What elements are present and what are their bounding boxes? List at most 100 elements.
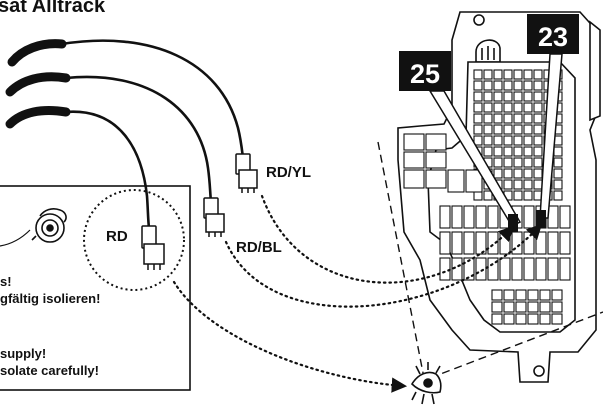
fuse-slot (513, 168, 523, 179)
fuse-slot (483, 113, 493, 124)
fuse-slot (403, 133, 425, 151)
fuse-slot (513, 124, 523, 135)
fuse-slot (559, 205, 571, 229)
fuse-slot (533, 157, 543, 168)
target-fuse-slots (508, 210, 546, 232)
fuse-slot (503, 289, 515, 301)
connector-rd-yl (235, 153, 258, 193)
fuse-slot (523, 124, 533, 135)
fuse-slot (483, 80, 493, 91)
fuse-slot (493, 146, 503, 157)
cable-sleeve-top (7, 39, 67, 67)
fuse-slot (547, 231, 559, 255)
fuse-slot (503, 102, 513, 113)
fuse-slot (533, 168, 543, 179)
fuse-slot (533, 102, 543, 113)
fuse-slot (547, 257, 559, 281)
fuse-slot (493, 102, 503, 113)
fuse-slot (523, 257, 535, 281)
fuse-slot (515, 301, 527, 313)
fuse-slot (473, 102, 483, 113)
fuse-slot (483, 190, 493, 201)
note-de-line1: s! (0, 274, 12, 289)
fuse-slot (539, 313, 551, 325)
fuse-slot (523, 91, 533, 102)
fuse-slot (483, 69, 493, 80)
wire-label-rd-bl: RD/BL (236, 239, 282, 256)
fuse-slot (503, 113, 513, 124)
fuse-slot (539, 289, 551, 301)
fuse-slot (553, 146, 563, 157)
cable-rd-yl (60, 39, 245, 160)
fuse-slot (475, 257, 487, 281)
fuse-slot (551, 301, 563, 313)
fuse-slot (523, 179, 533, 190)
fuse-slot (533, 113, 543, 124)
fuse-slot-25-label: 25 (410, 59, 440, 89)
eye-icon (410, 362, 442, 405)
highlight-circle (83, 189, 185, 291)
fuse-slot (465, 169, 483, 193)
note-en-line1: supply! (0, 346, 46, 361)
fuse-slot (493, 168, 503, 179)
fuse-slot (483, 102, 493, 113)
view-lines (377, 141, 603, 379)
fuse-slot (523, 157, 533, 168)
fuse-slot (503, 313, 515, 325)
leader-lines (428, 53, 563, 227)
fuse-slot (513, 80, 523, 91)
fuse-slot (527, 313, 539, 325)
fuse-slot (515, 313, 527, 325)
connector-rd-bl (203, 197, 225, 237)
fuse-slot (483, 91, 493, 102)
fuse-slot (439, 205, 451, 229)
fuse-slot (523, 113, 533, 124)
fuse-slot (513, 91, 523, 102)
fuse-slot (493, 80, 503, 91)
cable-sleeve-mid (5, 72, 71, 97)
fuse-slot (513, 135, 523, 146)
fuse-slot (463, 205, 475, 229)
fuse-slot (447, 169, 465, 193)
fuse-slot (547, 205, 559, 229)
fuse-slot (513, 146, 523, 157)
fuse-slot (503, 91, 513, 102)
fuse-slot-23-label: 23 (538, 22, 568, 52)
fuse-slot (527, 289, 539, 301)
fuse-slot (483, 124, 493, 135)
fuse-slot (533, 179, 543, 190)
fuse-slot (511, 257, 523, 281)
cables (5, 39, 245, 230)
fuse-slot (533, 124, 543, 135)
cable-rd (64, 110, 151, 230)
fuse-slot (533, 69, 543, 80)
fuse-slot (487, 257, 499, 281)
fuse-slot (559, 231, 571, 255)
fuse-slot (533, 91, 543, 102)
fuse-slot (503, 146, 513, 157)
fuse-slot (439, 231, 451, 255)
fuse-slot (473, 113, 483, 124)
fuse-slot (523, 146, 533, 157)
fuse-slot (493, 124, 503, 135)
fuse-slot (503, 179, 513, 190)
fuse-slot (487, 205, 499, 229)
fuse-slot (451, 231, 463, 255)
fuse-slot (533, 146, 543, 157)
fuse-slot (473, 124, 483, 135)
fuse-slot (523, 80, 533, 91)
fuse-slot (523, 102, 533, 113)
fuse-slot (551, 313, 563, 325)
fuse-slot (523, 168, 533, 179)
fuse-slot (483, 135, 493, 146)
fuse-slot (533, 80, 543, 91)
fuse-slot (493, 157, 503, 168)
fuse-slot (473, 80, 483, 91)
fuse-badge-23: 23 (527, 14, 579, 54)
fuse-slot (503, 157, 513, 168)
fuse-slot (487, 231, 499, 255)
fuse-slot (527, 301, 539, 313)
fuse-slot (551, 289, 563, 301)
fuse-slot (475, 205, 487, 229)
fuse-slot (503, 80, 513, 91)
